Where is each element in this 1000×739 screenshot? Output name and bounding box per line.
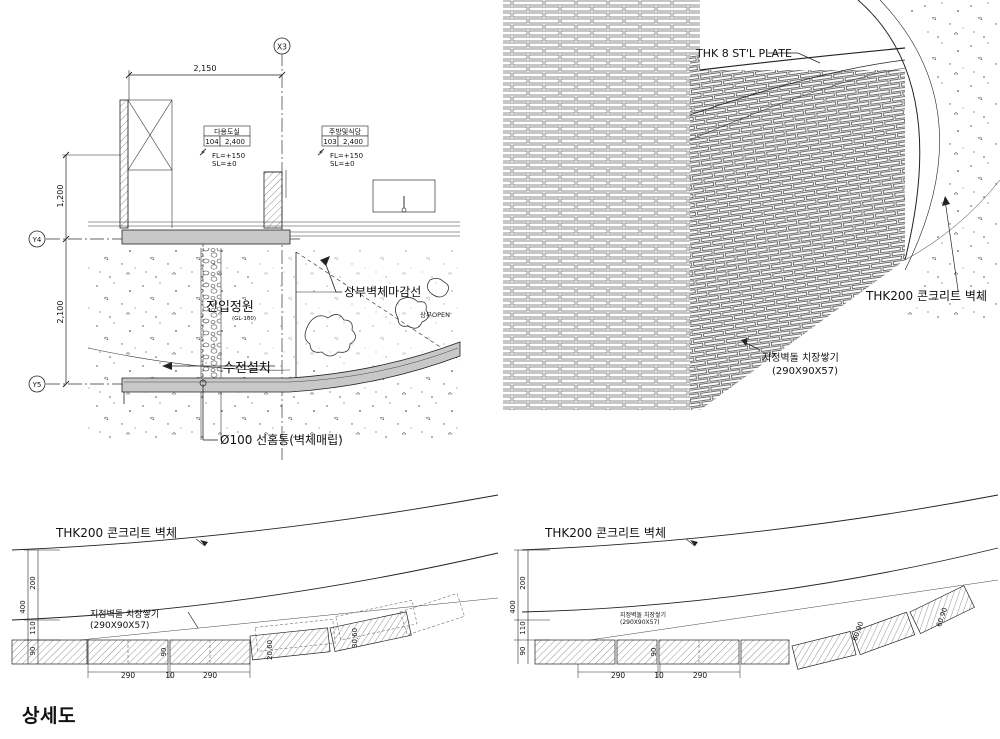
pebble-strip bbox=[201, 248, 221, 378]
brick-unit-rotated bbox=[851, 611, 916, 656]
dim-left-label-1: 1,200 bbox=[56, 185, 65, 208]
label-concrete-wall-right: THK200 콘크리트 벽체 bbox=[544, 526, 666, 540]
brick-unit-rotated bbox=[329, 611, 412, 652]
svg-text:30,60: 30,60 bbox=[351, 628, 359, 648]
svg-text:2,400: 2,400 bbox=[343, 138, 363, 146]
label-brick-size: (290X90X57) bbox=[772, 366, 838, 377]
section-right: THK200 콘크리트 벽체 지정벽돌 치장쌓기 (290X90X57) 400… bbox=[509, 494, 999, 680]
brick-unit bbox=[11, 639, 88, 665]
brick-unit-rotated bbox=[791, 631, 857, 670]
drawing-title: 상세도 bbox=[22, 705, 76, 727]
label-steel-plate: THK 8 ST'L PLATE bbox=[695, 47, 792, 60]
label-brick-size-left: (290X90X57) bbox=[90, 621, 149, 631]
grid-label-y5: Y5 bbox=[32, 381, 42, 389]
svg-text:104: 104 bbox=[205, 138, 219, 146]
svg-text:290: 290 bbox=[121, 671, 136, 680]
wall-104-left bbox=[119, 99, 129, 229]
svg-text:10: 10 bbox=[654, 671, 664, 680]
grid-bubble-x3 bbox=[273, 37, 291, 55]
concrete-wall-stipple bbox=[905, 0, 1000, 320]
label-faucet: 수전설치 bbox=[223, 361, 271, 376]
brick-unit bbox=[616, 639, 658, 665]
svg-text:200: 200 bbox=[29, 576, 37, 589]
brick-wall-flat bbox=[503, 0, 713, 410]
svg-text:400: 400 bbox=[19, 600, 27, 613]
svg-text:200: 200 bbox=[519, 576, 527, 589]
shaft-box bbox=[127, 99, 173, 171]
label-upper-wall-line: 상부벽체마감선 bbox=[344, 285, 421, 299]
svg-text:10: 10 bbox=[165, 671, 175, 680]
label-upper-open: 상부OPEN bbox=[420, 310, 450, 319]
label-drain-pipe: Ø100 선홈통(벽체매립) bbox=[220, 433, 343, 447]
svg-text:290: 290 bbox=[203, 671, 218, 680]
label-brick: 지정벽돌 치장쌓기 bbox=[762, 352, 839, 364]
section-left: THK200 콘크리트 벽체 지정벽돌 치장쌓기 (290X90X57) 400… bbox=[11, 494, 499, 680]
svg-text:주방및식당: 주방및식당 bbox=[329, 127, 362, 136]
stone-cluster bbox=[304, 314, 356, 357]
curved-wall-section bbox=[121, 341, 461, 393]
svg-text:290: 290 bbox=[693, 671, 708, 680]
dim-left-label-2: 2,100 bbox=[56, 301, 65, 324]
label-brick-right: 지정벽돌 치장쌓기 bbox=[620, 611, 666, 619]
svg-text:다용도실: 다용도실 bbox=[214, 127, 240, 136]
brick-unit-rotated bbox=[249, 627, 331, 661]
svg-text:2,400: 2,400 bbox=[225, 138, 245, 146]
svg-text:110: 110 bbox=[519, 621, 527, 634]
room-tag-103: 주방및식당 103 2,400 FL=+150 SL=±0 bbox=[317, 125, 369, 168]
grid-bubble-y5 bbox=[28, 375, 46, 393]
svg-text:400: 400 bbox=[509, 600, 517, 613]
label-entry-garden: 진입정원 bbox=[206, 300, 254, 315]
svg-text:110: 110 bbox=[29, 621, 37, 634]
label-concrete-wall: THK200 콘크리트 벽체 bbox=[865, 289, 987, 303]
svg-text:290: 290 bbox=[611, 671, 626, 680]
grid-label-x3: X3 bbox=[277, 43, 287, 52]
svg-text:SL=±0: SL=±0 bbox=[330, 160, 355, 168]
dim-top-label: 2,150 bbox=[194, 64, 217, 73]
label-brick-left: 지정벽돌 치장쌓기 bbox=[90, 608, 159, 620]
label-concrete-wall-left: THK200 콘크리트 벽체 bbox=[55, 526, 177, 540]
room-tag-104: 다용도실 104 2,400 FL=+150 SL=±0 bbox=[199, 125, 251, 168]
elevation-detail: THK 8 ST'L PLATE THK200 콘크리트 벽체 지정벽돌 치장쌓… bbox=[503, 0, 1000, 410]
svg-text:FL=+150: FL=+150 bbox=[330, 152, 363, 160]
svg-text:90: 90 bbox=[160, 648, 168, 657]
label-brick-size-right: (290X90X57) bbox=[620, 619, 660, 626]
svg-text:20,60: 20,60 bbox=[266, 640, 274, 660]
grid-label-y4: Y4 bbox=[32, 236, 42, 244]
brick-unit bbox=[740, 639, 790, 665]
grid-bubble-y4 bbox=[28, 230, 46, 248]
brick-unit bbox=[534, 639, 616, 665]
svg-text:103: 103 bbox=[323, 138, 336, 146]
svg-text:SL=±0: SL=±0 bbox=[212, 160, 237, 168]
plan-detail: X3 Y4 Y5 2,150 1,200 2,100 bbox=[28, 37, 461, 460]
threshold-slab bbox=[121, 229, 291, 245]
svg-text:90: 90 bbox=[519, 647, 527, 656]
wall-104-right bbox=[263, 171, 283, 229]
brick-unit-rotated bbox=[909, 585, 975, 635]
svg-text:FL=+150: FL=+150 bbox=[212, 152, 245, 160]
label-entry-garden-gl: (GL-100) bbox=[232, 316, 256, 322]
svg-text:90: 90 bbox=[650, 648, 658, 657]
